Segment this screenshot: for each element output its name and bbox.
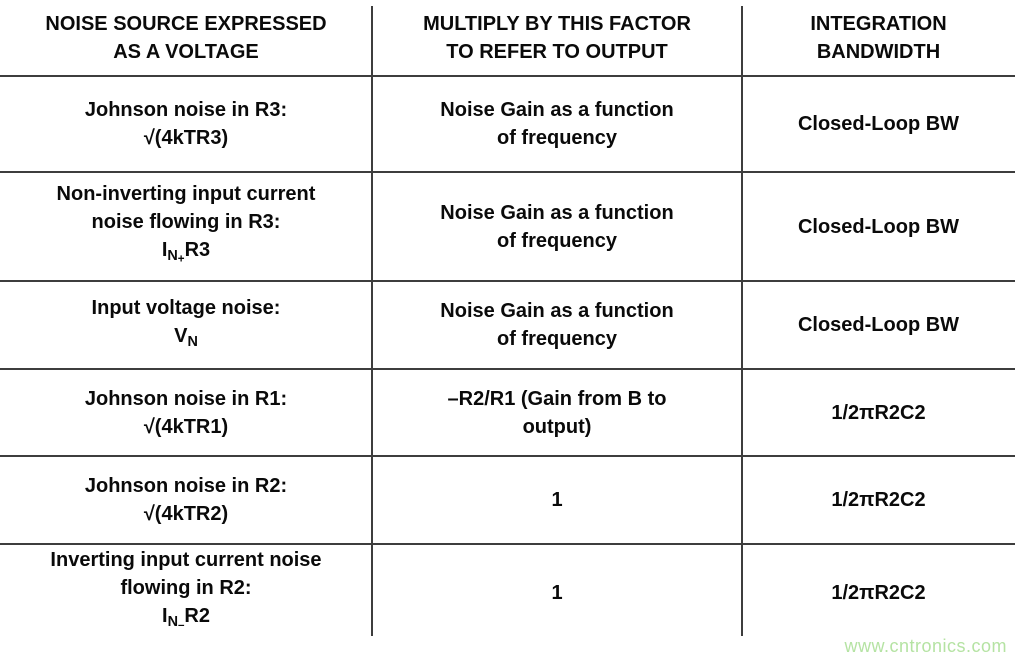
table-row-3-bandwidth-cell: Closed-Loop BW	[742, 282, 1015, 370]
column-divider-1	[371, 6, 373, 636]
factor-text: of frequency	[496, 229, 618, 252]
noise-source-text: Inverting input current noise	[50, 548, 322, 571]
table-row-6-source-cell: Inverting input current noise flowing in…	[0, 545, 372, 640]
table-row-4-factor-cell: –R2/R1 (Gain from B to output)	[372, 370, 742, 457]
factor-text: of frequency	[496, 127, 618, 149]
table-row-5-source-cell: Johnson noise in R2: √(4kTR2)	[0, 457, 372, 545]
bandwidth-text: 1/2πR2C2	[831, 401, 926, 424]
header-line: AS A VOLTAGE	[113, 40, 259, 63]
table-row-1-factor-cell: Noise Gain as a function of frequency	[372, 77, 742, 173]
noise-source-text: Johnson noise in R2:	[84, 475, 288, 497]
table-row-3-factor-cell: Noise Gain as a function of frequency	[372, 282, 742, 370]
table-row-3-source-cell: Input voltage noise: VN	[0, 282, 372, 370]
header-cell-multiply-factor: MULTIPLY BY THIS FACTOR TO REFER TO OUTP…	[372, 0, 742, 77]
header-cell-noise-source: NOISE SOURCE EXPRESSED AS A VOLTAGE	[0, 0, 372, 77]
bandwidth-text: Closed-Loop BW	[797, 314, 960, 336]
column-divider-2	[741, 6, 743, 636]
factor-text: of frequency	[496, 328, 618, 350]
header-line: MULTIPLY BY THIS FACTOR	[423, 12, 691, 35]
table-row-6-bandwidth-cell: 1/2πR2C2	[742, 545, 1015, 640]
header-line: INTEGRATION	[810, 12, 947, 35]
factor-text: Noise Gain as a function	[440, 300, 674, 322]
noise-source-text: Johnson noise in R1:	[84, 387, 288, 410]
bandwidth-text: Closed-Loop BW	[797, 113, 960, 135]
noise-source-formula: √(4kTR3)	[143, 127, 229, 149]
noise-source-formula: IN–R2	[162, 604, 210, 632]
table-row-5-factor-cell: 1	[372, 457, 742, 545]
table-row-2-source-cell: Non-inverting input current noise flowin…	[0, 173, 372, 282]
table-row-1-bandwidth-cell: Closed-Loop BW	[742, 77, 1015, 173]
table-row-1-source-cell: Johnson noise in R3: √(4kTR3)	[0, 77, 372, 173]
table-row-2-bandwidth-cell: Closed-Loop BW	[742, 173, 1015, 282]
header-line: BANDWIDTH	[816, 40, 941, 63]
factor-text: Noise Gain as a function	[440, 201, 674, 224]
noise-source-formula: √(4kTR2)	[143, 503, 229, 525]
table-row-2-factor-cell: Noise Gain as a function of frequency	[372, 173, 742, 282]
table-row-4-source-cell: Johnson noise in R1: √(4kTR1)	[0, 370, 372, 457]
table-row-4-bandwidth-cell: 1/2πR2C2	[742, 370, 1015, 457]
noise-table: NOISE SOURCE EXPRESSED AS A VOLTAGE MULT…	[0, 0, 1015, 640]
table-row-5-bandwidth-cell: 1/2πR2C2	[742, 457, 1015, 545]
factor-text: Noise Gain as a function	[440, 99, 674, 121]
noise-source-text: flowing in R2:	[120, 576, 252, 599]
bandwidth-text: 1/2πR2C2	[831, 489, 926, 511]
noise-source-text: Johnson noise in R3:	[84, 99, 288, 121]
header-line: TO REFER TO OUTPUT	[446, 40, 668, 63]
bandwidth-text: 1/2πR2C2	[831, 581, 926, 604]
watermark: www.cntronics.com	[844, 636, 1007, 656]
bandwidth-text: Closed-Loop BW	[797, 215, 960, 238]
noise-source-text: Non-inverting input current	[56, 182, 316, 205]
factor-text: output)	[522, 415, 592, 438]
noise-source-formula: IN+R3	[161, 238, 211, 266]
table-row-6-factor-cell: 1	[372, 545, 742, 640]
noise-source-formula: VN	[174, 324, 198, 351]
header-line: NOISE SOURCE EXPRESSED	[45, 12, 327, 35]
noise-source-text: noise flowing in R3:	[91, 210, 281, 233]
noise-source-formula: √(4kTR1)	[143, 415, 229, 438]
factor-text: 1	[551, 489, 563, 511]
header-cell-integration-bandwidth: INTEGRATION BANDWIDTH	[742, 0, 1015, 77]
factor-text: 1	[551, 581, 563, 604]
factor-text: –R2/R1 (Gain from B to	[447, 387, 667, 410]
noise-source-text: Input voltage noise:	[91, 296, 281, 319]
